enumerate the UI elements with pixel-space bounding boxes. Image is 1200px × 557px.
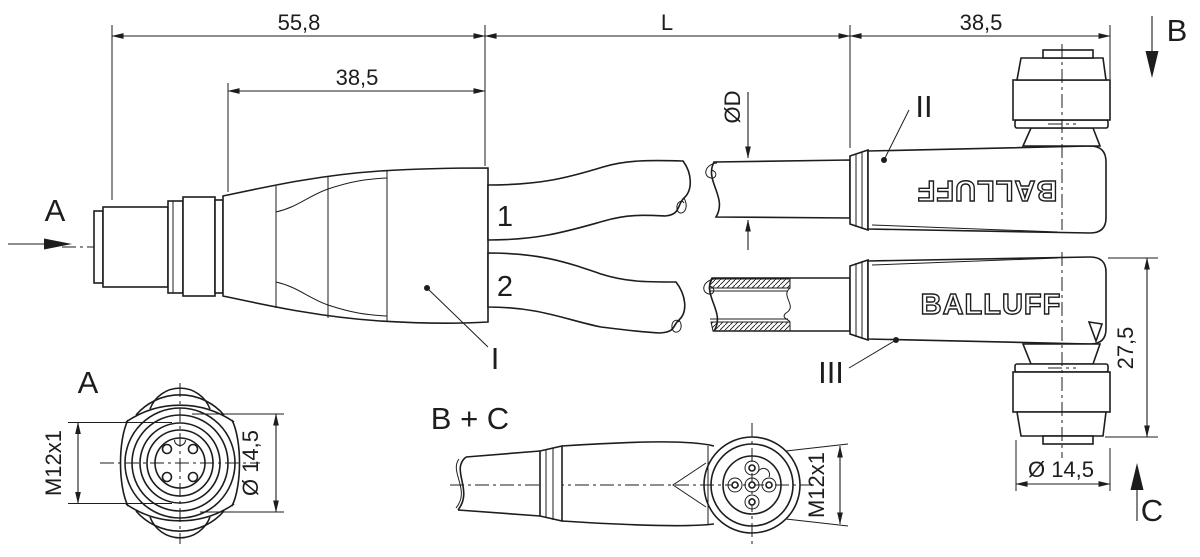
shield-hatch-bottom: [710, 321, 791, 332]
splitter-body: I: [222, 167, 500, 376]
socket-holes: [727, 460, 777, 510]
dim-flange-dia-label: Ø 14,5: [238, 430, 263, 496]
dim-body-label: 38,5: [336, 65, 379, 90]
male-connector: [62, 196, 425, 297]
part-label-III: III: [818, 355, 844, 390]
thread-body: [102, 206, 169, 288]
dim-length-label: L: [661, 10, 673, 35]
strain-relief-bc: [539, 444, 563, 523]
part-label-II: II: [915, 89, 932, 124]
cable-2-label: 2: [497, 271, 513, 303]
dim-connector-label: 38,5: [960, 10, 1003, 35]
dimension-thread-bc: M12x1: [785, 443, 849, 527]
keyway-mark-iii: [1087, 321, 1104, 344]
view-arrow-a: A: [8, 193, 72, 250]
view-bc-title: B + C: [431, 401, 509, 436]
dimension-length-l: L: [484, 10, 851, 148]
view-a-title: A: [78, 365, 99, 400]
body-ii: [867, 145, 1107, 234]
dim-nut-dia-label: Ø 14,5: [1028, 457, 1094, 482]
arrow-b-icon: [1145, 51, 1159, 78]
shield-hatch-top: [708, 278, 791, 289]
keyway-notch: [174, 439, 186, 446]
brand-logo-ii: BALLUFF: [917, 174, 1058, 206]
arrow-a-icon: [44, 238, 72, 250]
dimension-flange-dia: Ø 14,5: [192, 413, 284, 513]
dimension-nut-dia: Ø 14,5: [1015, 440, 1111, 491]
dimension-height: 27,5: [1105, 257, 1158, 438]
nut-ring: [214, 199, 224, 294]
arrow-a-label: A: [45, 193, 66, 228]
dimension-thread-a: M12x1: [41, 421, 172, 505]
cable-2: 2: [487, 252, 851, 334]
cutaway-edge: [783, 287, 791, 323]
brand-logo-iii: BALLUFF: [921, 289, 1062, 321]
dimension-38-5-left: 38,5: [227, 65, 486, 192]
connector-iii: BALLUFF III: [818, 252, 1111, 458]
dim-height-label: 27,5: [1113, 327, 1138, 370]
arrow-b-label: B: [1167, 13, 1188, 48]
dim-overall-label: 55,8: [278, 10, 321, 35]
nut-bottom-iii: [1016, 411, 1107, 437]
pin: [187, 443, 199, 455]
dim-cable-dia-label: ØD: [720, 91, 745, 124]
arrow-c-label: C: [1141, 493, 1163, 528]
cable-1: 1: [487, 159, 851, 241]
pin: [187, 471, 199, 483]
dimension-cable-dia: ØD: [720, 91, 751, 250]
cable-1-label: 1: [497, 201, 513, 233]
connector-tip: [93, 210, 104, 284]
part-label-I: I: [491, 341, 500, 376]
view-arrow-c: C: [1130, 463, 1163, 528]
pin: [161, 443, 173, 455]
view-a: A M12x1: [41, 365, 284, 544]
arrow-c-icon: [1130, 463, 1144, 490]
nut-tab-ii: [1042, 49, 1094, 59]
strain-relief-ii: [849, 148, 869, 232]
main-view: I 1 2: [8, 10, 1187, 528]
connector-ii: BALLUFF II: [849, 44, 1111, 234]
pin: [161, 471, 173, 483]
strain-relief-iii: [849, 258, 869, 342]
nut-tab-iii: [1042, 435, 1094, 445]
washer-ring: [167, 200, 184, 294]
dim-thread-a-label: M12x1: [41, 430, 66, 496]
view-b-c: B + C: [431, 401, 849, 547]
dim-thread-bc-label: M12x1: [804, 452, 829, 518]
dimension-55-8: 55,8: [111, 10, 486, 200]
view-arrow-b: B: [1145, 13, 1188, 78]
dimension-38-5-right: 38,5: [849, 10, 1111, 79]
knurl-nut: [182, 196, 216, 297]
keyway-notch-bc: [757, 467, 771, 478]
